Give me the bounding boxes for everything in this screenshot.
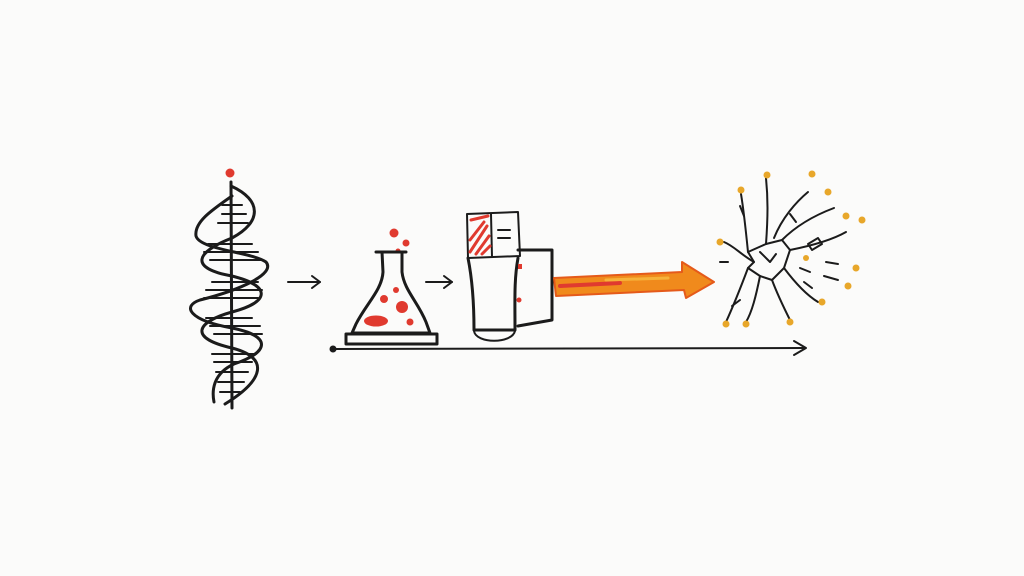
neuron-rays: [719, 205, 839, 307]
device-top: [466, 211, 521, 259]
flask-base: [344, 332, 439, 346]
device-body: [466, 256, 520, 332]
dna-strand-a: [200, 184, 263, 406]
dna-top-dot: [225, 168, 235, 178]
neuron-burst-icon: [716, 170, 866, 328]
neuron-nodes: [716, 170, 866, 328]
dna-double-helix-icon: [189, 168, 270, 410]
orange-arrow: [553, 261, 715, 299]
flask-liquid: [364, 315, 388, 327]
neuron-branches: [723, 177, 847, 323]
device-hatching: [468, 214, 492, 256]
dna-axis: [229, 180, 234, 410]
lab-device-icon: [466, 211, 554, 342]
erlenmeyer-flask-icon: [344, 228, 439, 346]
small-arrow-1: [287, 275, 321, 289]
dna-strand-b: [189, 194, 270, 404]
timeline-arrow: [329, 340, 807, 356]
small-arrow-2: [425, 275, 453, 289]
dna-rungs: [203, 204, 263, 393]
device-side-box: [516, 248, 554, 328]
flask-body: [350, 250, 432, 335]
